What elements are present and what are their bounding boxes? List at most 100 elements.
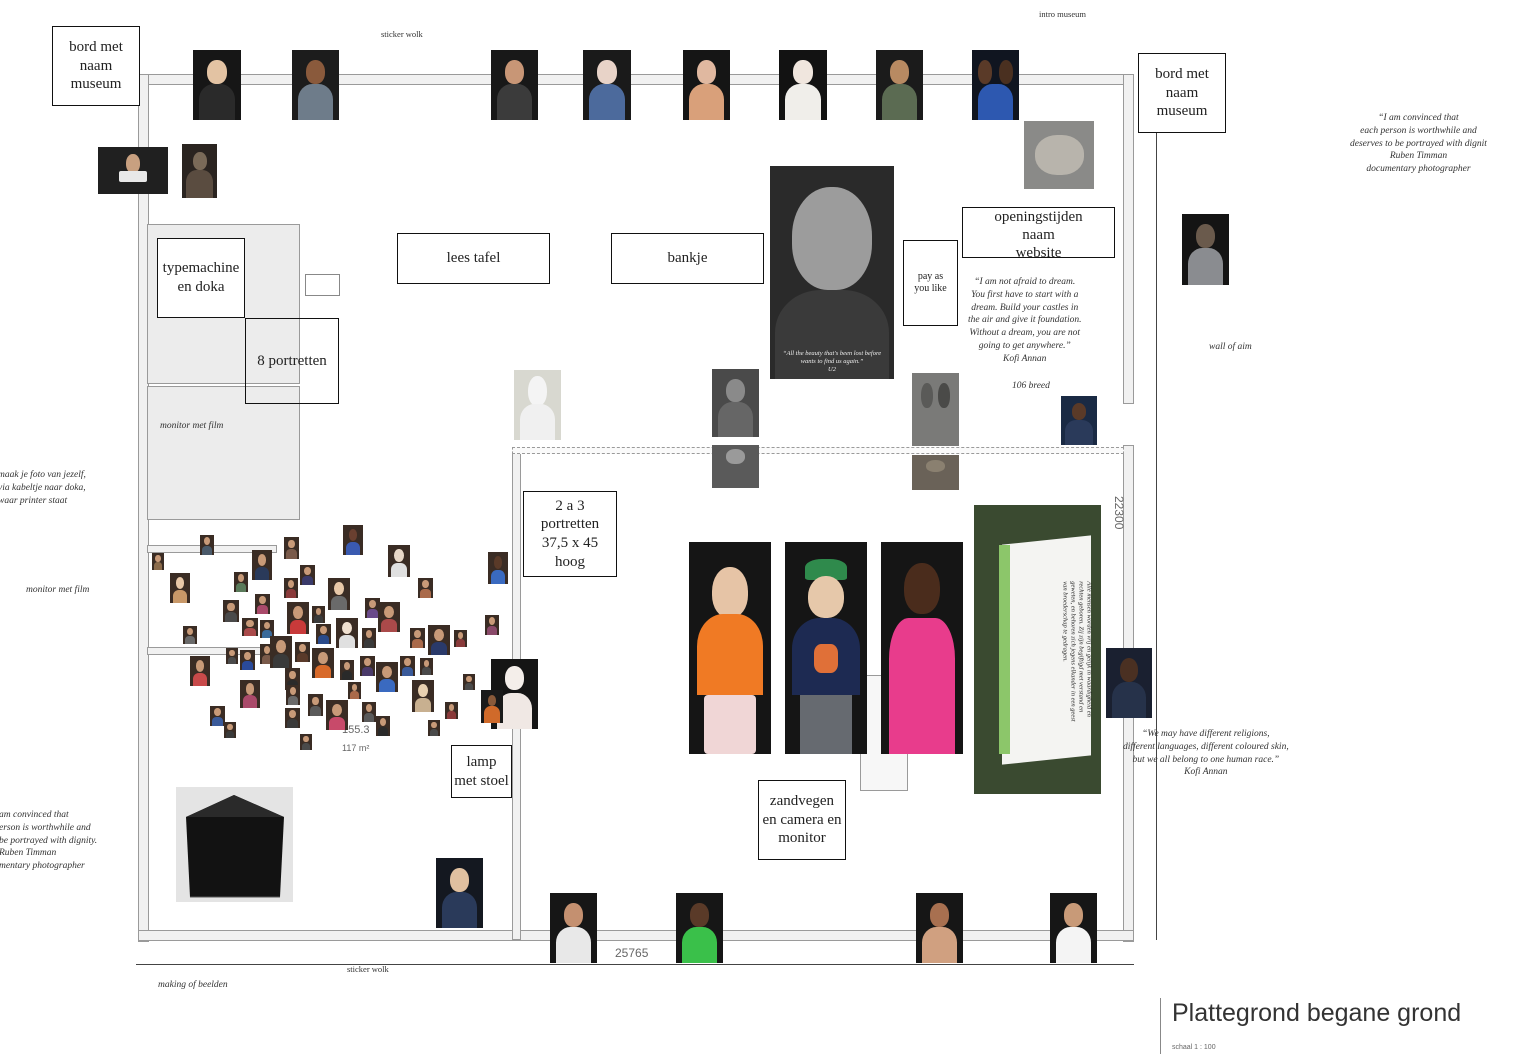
cluster-portrait [240, 680, 260, 708]
cluster-portrait [454, 630, 467, 647]
wall-of-aim: wall of aim [1209, 342, 1252, 352]
cluster-portrait [234, 572, 248, 592]
breed-note: 106 breed [1012, 381, 1050, 391]
tent-icon [186, 795, 284, 898]
pay-box: pay as you like [903, 240, 958, 326]
plan-scale: schaal 1 : 100 [1172, 1044, 1216, 1051]
zandvegen-box: zandvegen en camera en monitor [758, 780, 846, 860]
cluster-portrait [348, 682, 361, 699]
cluster-portrait [223, 600, 239, 622]
cluster-portrait [270, 636, 292, 668]
small-window [305, 274, 340, 296]
cluster-portrait [410, 628, 425, 648]
portrait-holding-sign [98, 147, 168, 194]
bankje-box: bankje [611, 233, 764, 284]
photo-banner: Alle mensen worden vrij en gelijk in waa… [974, 505, 1101, 794]
cluster-portrait [362, 628, 376, 648]
area-m2: 117 m² [342, 743, 370, 753]
cluster-portrait [284, 537, 299, 559]
cluster-portrait [152, 553, 164, 570]
cluster-portrait [428, 720, 440, 736]
dimension-width: 25765 [615, 946, 649, 960]
plan-title: Plattegrond begane grond [1172, 999, 1462, 1027]
bord-right-box: bord met naam museum [1138, 53, 1226, 133]
sticker-wolk-top: sticker wolk [381, 29, 423, 39]
portrait-bottom-1 [550, 893, 597, 963]
portrait-child-orange [689, 542, 771, 754]
monitor-film-2: monitor met film [26, 585, 90, 595]
cluster-portrait [376, 716, 390, 736]
cluster-portrait [300, 734, 312, 750]
openingstijden-box: openingstijden naam website [962, 207, 1115, 258]
cluster-portrait [336, 618, 358, 648]
cluster-portrait [445, 702, 458, 719]
portretten23-box: 2 a 3 portretten 37,5 x 45 hoog [523, 491, 617, 577]
quote-timman-right: “I am convinced that each person is wort… [1350, 113, 1487, 175]
cluster-portrait [488, 552, 508, 584]
quote-timman-left: am convinced that erson is worthwhile an… [0, 810, 98, 872]
cluster-portrait [286, 685, 300, 705]
portrait-child-green-cap [785, 542, 867, 754]
cluster-portrait [420, 658, 433, 675]
portrait-sculpture [182, 144, 217, 198]
photo-historic-4 [912, 455, 959, 490]
portrait-headscarf [514, 370, 561, 440]
cluster-portrait [360, 656, 375, 676]
portrait-top-3 [491, 50, 538, 120]
title-block-line [1160, 998, 1161, 1054]
cluster-portrait [400, 656, 415, 676]
sticker-wolk-bottom: sticker wolk [347, 964, 389, 974]
photo-historic-1 [712, 369, 759, 437]
cluster-portrait [340, 660, 354, 680]
quote-annan-1: “I am not afraid to dream. You first hav… [968, 277, 1082, 364]
cluster-portrait [308, 694, 323, 716]
lamp-box: lamp met stoel [451, 745, 512, 798]
cluster-portrait [284, 578, 298, 598]
making-of: making of beelden [158, 980, 228, 990]
cluster-portrait [300, 565, 315, 585]
cluster-portrait [463, 674, 475, 690]
outer-wall-bottom [138, 930, 1134, 941]
intro-museum: intro museum [1039, 9, 1086, 19]
portrait-top-2 [292, 50, 339, 120]
cluster-portrait [200, 535, 214, 555]
outer-wall-right [1123, 74, 1134, 404]
cluster-portrait [388, 545, 410, 577]
cluster-portrait [418, 578, 433, 598]
tent-image [176, 787, 293, 902]
portrait-top-1 [193, 50, 241, 120]
cluster-portrait [210, 706, 225, 726]
dimension-line-vertical [1156, 74, 1157, 940]
cluster-portrait [326, 700, 348, 730]
photo-historic-3 [912, 373, 959, 446]
cluster-portrait [312, 648, 334, 678]
portrait-annan-2 [1106, 648, 1152, 718]
area-number: 155.3 [342, 724, 370, 736]
cluster-portrait [365, 598, 380, 618]
cluster-portrait [328, 578, 350, 610]
portrait-top-5 [683, 50, 730, 120]
dimension-line-horizontal [136, 964, 1134, 965]
cluster-portrait [295, 642, 310, 662]
cluster-portrait [362, 702, 376, 722]
cluster-portrait [183, 626, 197, 644]
cluster-portrait [316, 624, 331, 644]
banner-text: Alle mensen worden vrij en gelijk in waa… [1060, 581, 1093, 722]
typemachine-box: typemachine en doka [157, 238, 245, 318]
cluster-portrait [287, 602, 309, 634]
cluster-portrait [312, 606, 325, 623]
portretten8-box: 8 portretten [245, 318, 339, 404]
cluster-portrait [252, 550, 272, 580]
room-monitor [147, 386, 300, 520]
quote-annan-2: “We may have different religions, differ… [1123, 729, 1289, 778]
monitor-film-1: monitor met film [160, 421, 224, 431]
portrait-top-8 [972, 50, 1019, 120]
portrait-bottom-boy [436, 858, 483, 928]
portrait-bottom-2 [676, 893, 723, 963]
dimension-height: 22300 [1112, 496, 1126, 530]
portrait-annan-1 [1061, 396, 1097, 445]
portrait-wall-of-aim [1182, 214, 1229, 285]
portrait-top-6 [779, 50, 827, 120]
cluster-portrait [412, 680, 434, 712]
cluster-portrait [170, 573, 190, 603]
